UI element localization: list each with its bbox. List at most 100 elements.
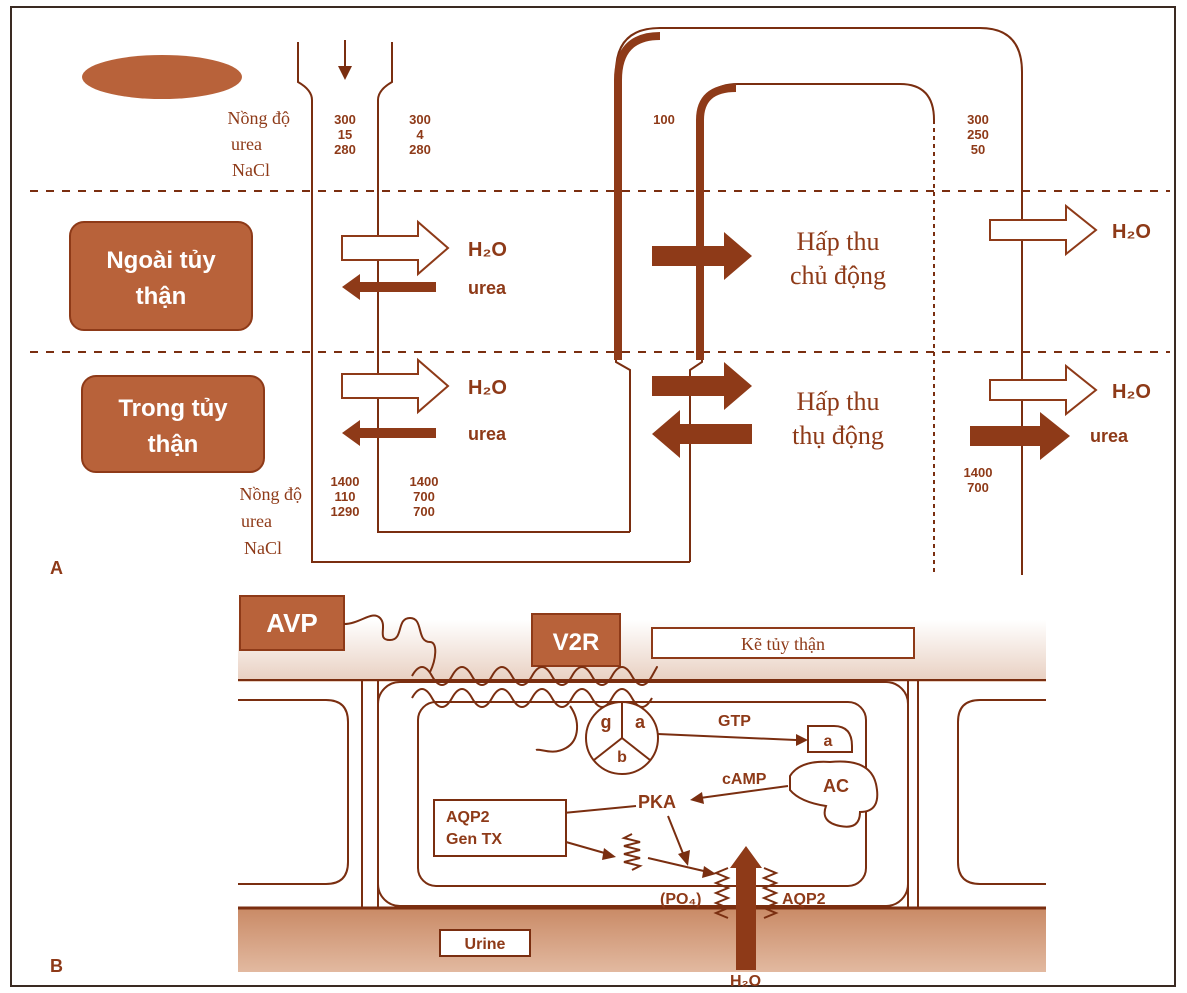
svg-text:b: b [617,749,627,766]
aqp2-channel-label: AQP2 [782,891,826,908]
svg-text:280: 280 [409,142,431,157]
conc-label-top: Nồng độ urea NaCl [228,108,291,180]
svg-text:1400: 1400 [410,474,439,489]
h2o-label-outer: H₂O [468,239,507,261]
cell-left [238,700,348,884]
g-protein: g a b [586,702,658,774]
values-col2-top: 300 4 280 [409,112,431,157]
urea-arrow-outer [342,274,436,300]
svg-text:urea: urea [231,134,262,154]
svg-text:AQP2: AQP2 [446,809,490,826]
svg-text:1290: 1290 [331,504,360,519]
gtp-label: GTP [718,713,751,730]
interstitium-label: Kẽ tủy thận [652,628,914,658]
svg-text:700: 700 [413,489,435,504]
svg-text:Hấp thu: Hấp thu [796,387,879,416]
zone-outer-medulla: Ngoài tủy thận [70,222,252,330]
urea-label-duct: urea [1090,426,1129,446]
conc-label-bottom: Nồng độ urea NaCl [240,484,303,558]
vesicle-aqp2 [624,834,640,870]
ascending-limb-outer [616,28,1022,575]
svg-text:110: 110 [335,489,356,504]
svg-text:V2R: V2R [553,629,600,656]
cell-right-junction [908,680,918,908]
passive-absorption-label: Hấp thu thụ động [792,387,884,450]
v2r-box: V2R [532,614,620,666]
h2o-urine-label: H₂O [730,973,761,990]
h2o-label-duct-inner: H₂O [1112,381,1151,403]
camp-arrowhead [690,792,704,804]
cell-left-junction [362,680,378,908]
h2o-arrow-inner [342,360,448,412]
ascending-limb-thick-outer [618,36,660,360]
svg-text:AVP: AVP [266,608,318,638]
gtp-arrow [658,734,796,740]
svg-text:urea: urea [241,511,272,531]
inflow-arrowhead [338,66,352,80]
v2r-tail [536,706,577,752]
active-absorption-label: Hấp thu chủ động [790,227,886,290]
values-col1-bottom: 1400 110 1290 [331,474,360,519]
h2o-arrow-duct-outer [990,206,1096,254]
vesicle-arrow [648,858,708,872]
svg-text:chủ động: chủ động [790,261,886,290]
svg-text:280: 280 [334,142,356,157]
svg-text:NaCl: NaCl [244,538,282,558]
gene-arrowhead [602,848,616,860]
values-col4-bottom: 1400 700 [964,465,993,495]
svg-text:Nồng độ: Nồng độ [240,484,303,504]
panel-a-letter: A [50,558,63,578]
svg-text:15: 15 [338,127,352,142]
urea-label-outer: urea [468,278,507,298]
svg-text:700: 700 [413,504,435,519]
g-alpha-label: a [824,733,833,750]
svg-text:300: 300 [967,112,989,127]
avp-box: AVP [240,596,344,650]
svg-text:NaCl: NaCl [232,160,270,180]
interstitium-band [238,620,1046,682]
h2o-arrow-outer [342,222,448,274]
svg-text:Kẽ tủy thận: Kẽ tủy thận [741,634,825,654]
urea-arrow-inner [342,420,436,446]
ascending-limb-thick-inner [700,88,736,360]
gtp-arrowhead [796,734,808,746]
svg-text:1400: 1400 [331,474,360,489]
ac-label: AC [823,776,849,796]
svg-text:300: 300 [334,112,356,127]
svg-text:Gen TX: Gen TX [446,831,502,848]
svg-text:Nồng độ: Nồng độ [228,108,291,128]
svg-text:Ngoài tủy: Ngoài tủy [106,247,216,274]
svg-text:a: a [635,712,646,732]
cell-right [958,700,1046,884]
svg-text:700: 700 [967,480,989,495]
vesicle-arrowhead [702,866,716,878]
svg-text:thận: thận [136,283,187,310]
urea-arrow-duct [970,412,1070,460]
svg-text:Urine: Urine [465,936,506,953]
h2o-label-duct-outer: H₂O [1112,221,1151,243]
values-col1-top: 300 15 280 [334,112,356,157]
svg-text:thận: thận [148,431,199,458]
h2o-label-inner: H₂O [468,377,507,399]
pka-down-arrow [668,816,684,856]
svg-text:1400: 1400 [964,465,993,480]
po4-label: (PO₄) [660,891,701,908]
pka-label: PKA [638,792,676,812]
panel-b-letter: B [50,956,63,976]
passive-in-arrow [652,410,752,458]
aqp2-gene-box: AQP2 Gen TX [434,800,566,856]
svg-text:thụ động: thụ động [792,421,884,450]
camp-label: cAMP [722,771,767,788]
values-col2-bottom: 1400 700 700 [410,474,439,519]
h2o-arrow-duct-inner [990,366,1096,414]
value-col3-top: 100 [653,112,675,127]
svg-text:50: 50 [971,142,985,157]
pka-down-arrowhead [678,850,690,866]
gene-arrow [566,842,608,854]
passive-out-arrow [652,362,752,410]
values-col4-top: 300 250 50 [967,112,989,157]
svg-text:Trong tủy: Trong tủy [118,395,228,422]
decorative-oval [82,55,242,99]
urine-label: Urine [440,930,530,956]
